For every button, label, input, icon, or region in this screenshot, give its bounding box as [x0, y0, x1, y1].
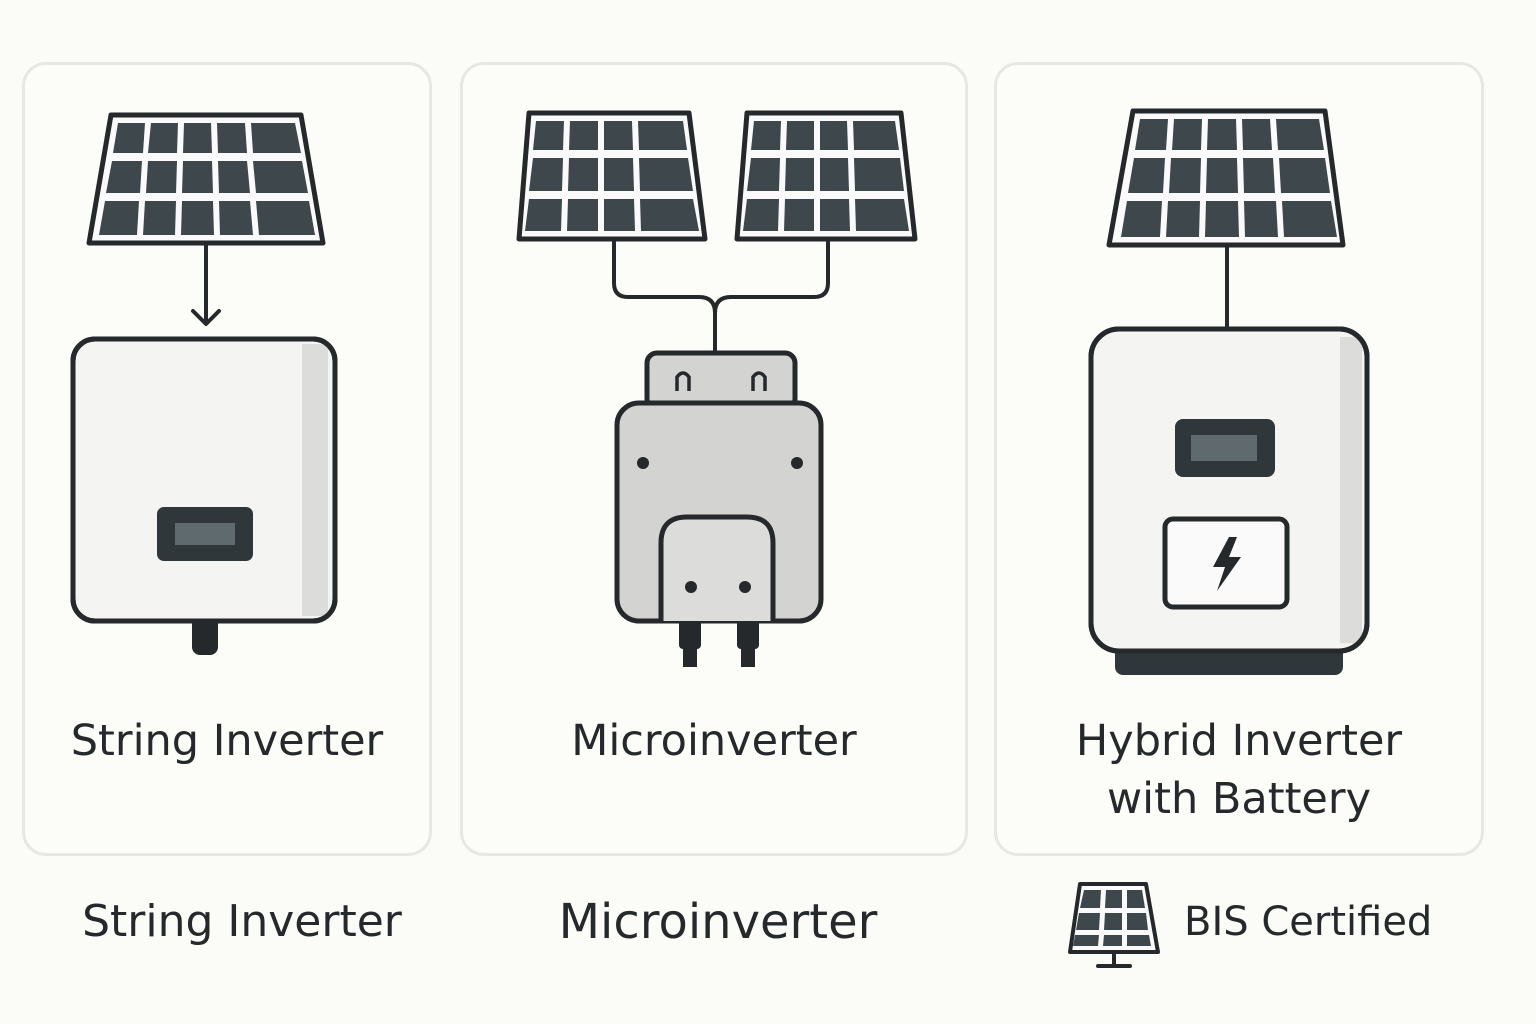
solar-panel-icon: [516, 110, 708, 242]
bis-certified-badge: BIS Certified: [1066, 880, 1436, 970]
hybrid-inverter-icon: [1088, 326, 1370, 675]
string-inverter-icon: [70, 336, 338, 655]
solar-panel-icon: [1068, 882, 1160, 968]
solar-panel-icon: [86, 112, 326, 246]
cable-icon: [612, 239, 830, 355]
string-inverter-label: String Inverter: [82, 896, 402, 947]
hybrid-inverter-title-line1: Hybrid Inverter: [1075, 716, 1403, 766]
battery-bolt-icon: [1162, 516, 1290, 610]
hybrid-inverter-title-line2: with Battery: [1106, 774, 1372, 824]
microinverter-card: Microinverter: [460, 62, 968, 856]
microinverter-title: Microinverter: [571, 716, 857, 766]
string-inverter-card: String Inverter: [22, 62, 432, 856]
hybrid-inverter-card: Hybrid Inverter with Battery: [994, 62, 1484, 856]
solar-panel-icon: [1106, 108, 1346, 248]
down-arrow-icon: [191, 243, 221, 326]
microinverter-label: Microinverter: [558, 894, 878, 950]
solar-panel-icon: [734, 110, 918, 242]
string-inverter-illustration: [70, 112, 338, 655]
microinverter-illustration: [516, 110, 918, 667]
hybrid-inverter-illustration: [1088, 108, 1370, 675]
microinverter-icon: [614, 350, 824, 667]
string-inverter-title: String Inverter: [70, 716, 384, 766]
bis-certified-label: BIS Certified: [1184, 899, 1433, 945]
